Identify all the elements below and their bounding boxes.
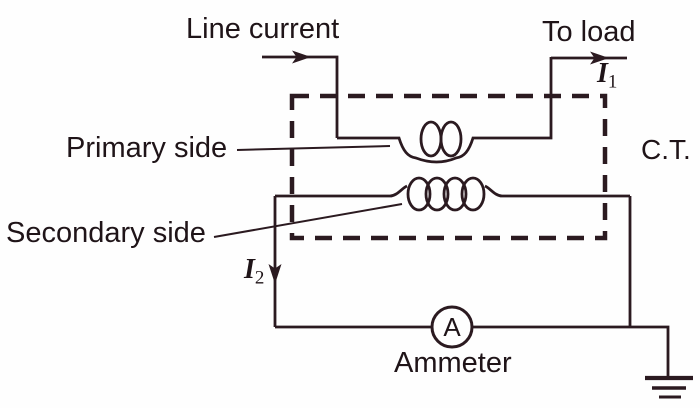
i2-label: I2: [244, 254, 264, 288]
i2-arrow-icon: [268, 264, 282, 284]
primary-side-label: Primary side: [66, 132, 228, 164]
primary-winding-loop: [419, 120, 443, 158]
secondary-side-leader-line: [213, 203, 403, 238]
ammeter-symbol-label: A: [443, 312, 461, 342]
secondary-winding-loop: [406, 176, 432, 212]
i1-label: I1: [597, 58, 617, 92]
to-load-label: To load: [542, 16, 636, 48]
ammeter-icon: [430, 305, 474, 349]
secondary-bottom-wire: [275, 325, 670, 377]
ammeter-label: Ammeter: [394, 347, 512, 379]
secondary-wire-left: [275, 184, 408, 198]
to-load-arrow-icon: [590, 51, 609, 65]
ground-icon: [645, 375, 693, 399]
primary-winding-wire: [337, 57, 553, 164]
i2-subscript: 2: [254, 267, 265, 289]
ct-label: C.T.: [641, 134, 691, 165]
line-current-arrow-icon: [292, 50, 311, 64]
secondary-winding-loop: [424, 176, 450, 212]
i1-subscript: 1: [607, 71, 618, 93]
secondary-side-label: Secondary side: [6, 217, 206, 249]
i2-symbol: I: [244, 254, 255, 285]
primary-winding-loop: [439, 120, 463, 158]
primary-side-leader-line: [236, 145, 391, 151]
i1-symbol: I: [597, 58, 608, 89]
line-current-label: Line current: [186, 13, 340, 45]
line-current-wire: [262, 55, 339, 138]
ct-boundary-dashed-box: [289, 93, 608, 241]
secondary-winding-loop: [460, 176, 486, 212]
secondary-wire-right: [484, 184, 630, 198]
secondary-winding-loop: [442, 176, 468, 212]
